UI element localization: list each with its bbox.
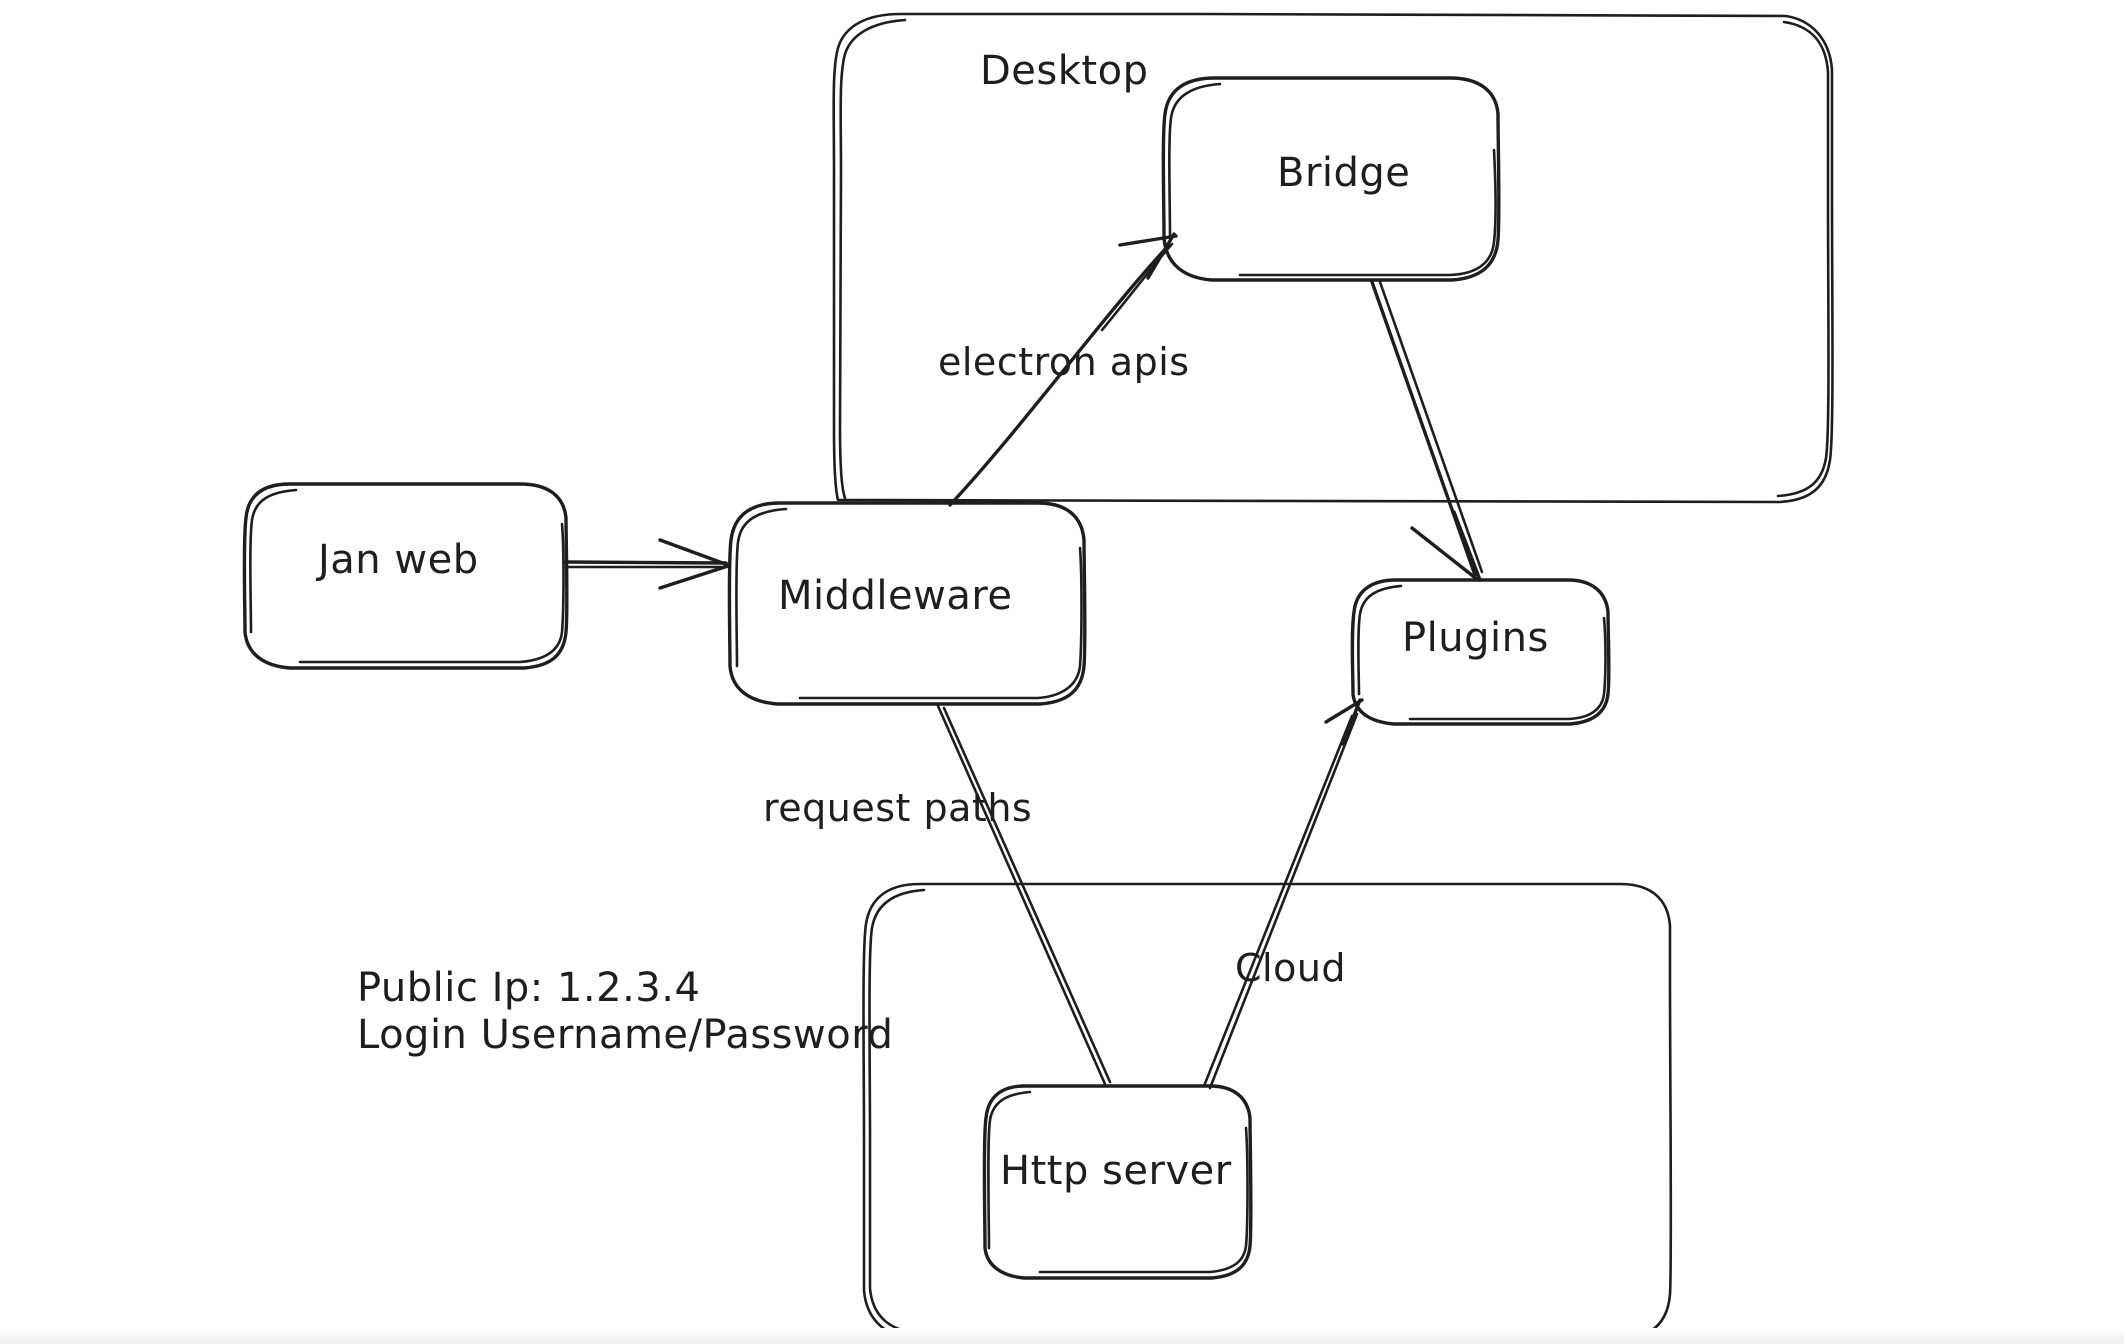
note-login: Login Username/Password [357, 1012, 894, 1059]
edge-label-request-paths: request paths [763, 786, 1033, 830]
container-desktop[interactable] [832, 12, 1834, 504]
node-bridge[interactable] [1161, 76, 1501, 282]
node-middleware[interactable] [727, 501, 1087, 706]
edge-bridge-to-plugins[interactable] [1370, 280, 1484, 582]
edge-jan-web-to-middleware[interactable] [564, 538, 730, 590]
node-label-jan-web: Jan web [318, 537, 479, 583]
note-public-ip: Public Ip: 1.2.3.4 [357, 965, 701, 1011]
edge-middleware-to-http-server[interactable] [936, 704, 1112, 1086]
edge-label-cloud: Cloud [1235, 946, 1347, 990]
container-label-desktop: Desktop [980, 48, 1149, 94]
edge-http-server-to-plugins[interactable] [1202, 698, 1364, 1090]
node-label-http-server: Http server [1000, 1148, 1232, 1194]
node-plugins[interactable] [1350, 578, 1611, 726]
note-block: Public Ip: 1.2.3.4 Login Username/Passwo… [357, 965, 893, 1059]
node-jan-web[interactable] [242, 482, 569, 670]
node-label-plugins: Plugins [1402, 615, 1549, 661]
node-label-bridge: Bridge [1277, 150, 1411, 196]
edge-middleware-to-bridge[interactable] [948, 232, 1178, 507]
viewport-bottom-edge [0, 1328, 2124, 1344]
node-label-middleware: Middleware [778, 573, 1013, 619]
node-http-server[interactable] [982, 1084, 1253, 1280]
edge-label-electron-apis: electron apis [938, 340, 1190, 384]
